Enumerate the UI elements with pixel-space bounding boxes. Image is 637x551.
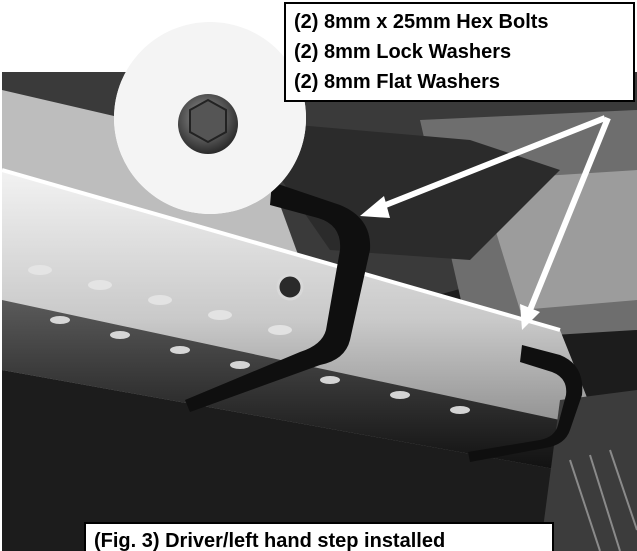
parts-callout: (2) 8mm x 25mm Hex Bolts (2) 8mm Lock Wa… xyxy=(284,2,635,102)
figure-caption: (Fig. 3) Driver/left hand step installed xyxy=(84,522,554,551)
parts-line-lock-washers: (2) 8mm Lock Washers xyxy=(294,41,512,63)
bracket-front xyxy=(185,182,371,412)
parts-line-bolts: (2) 8mm x 25mm Hex Bolts xyxy=(294,11,549,33)
running-board xyxy=(1,168,600,470)
hex-bolt-inset xyxy=(114,22,306,214)
parts-line-flat-washers: (2) 8mm Flat Washers xyxy=(294,71,500,93)
arrow xyxy=(360,115,611,330)
caption-text: (Fig. 3) Driver/left hand step installed xyxy=(94,530,446,551)
rail-bolt xyxy=(276,273,304,301)
bracket-rear xyxy=(468,345,583,462)
